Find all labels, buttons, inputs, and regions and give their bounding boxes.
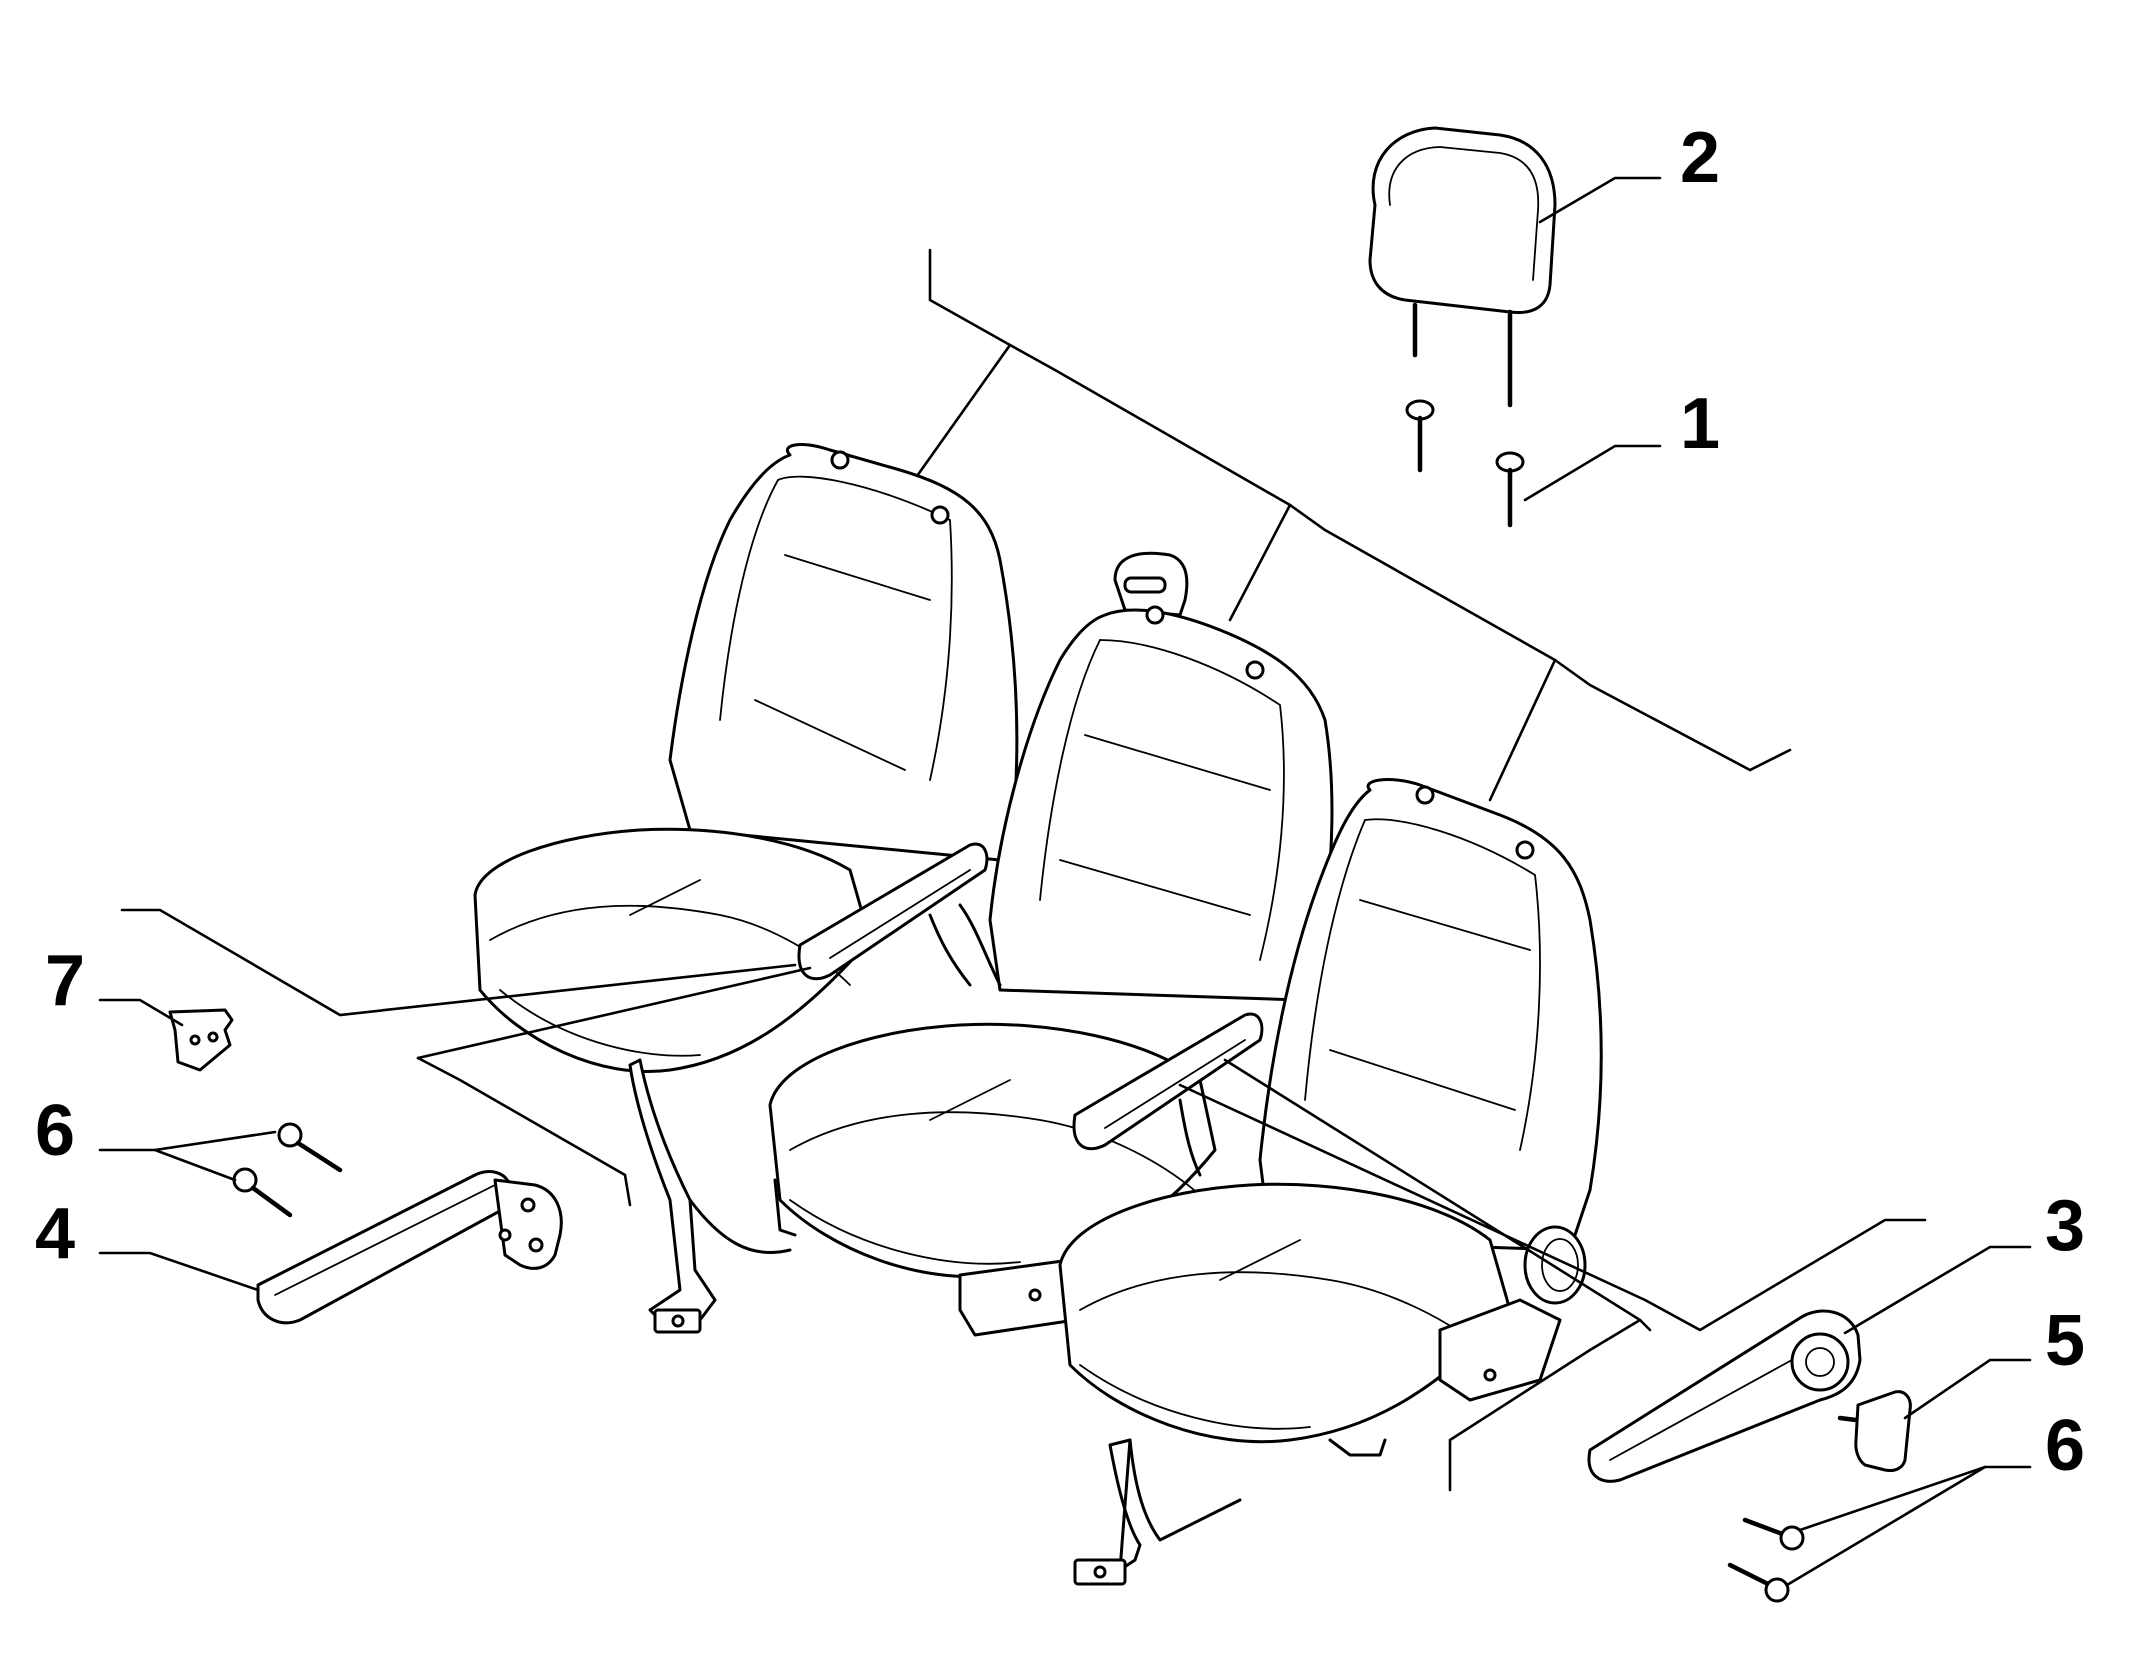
right-seat-backrest — [1258, 778, 1603, 1252]
right-seat-cushion — [1058, 1182, 1512, 1444]
leader-lines — [98, 176, 2032, 1587]
middle-seat-backrest — [988, 608, 1334, 1002]
left-armrest-mounted — [797, 842, 1002, 987]
right-screws — [1727, 1517, 1805, 1603]
callout-2: 2 — [1680, 118, 1720, 198]
left-seat — [473, 443, 1019, 1334]
left-screws — [232, 1122, 343, 1218]
left-seat-backrest — [668, 443, 1019, 862]
right-armrest-mounted — [1072, 1012, 1264, 1177]
callout-7: 7 — [45, 941, 85, 1021]
right-armrest-part — [1587, 1309, 1862, 1483]
callout-6-right: 6 — [2045, 1406, 2085, 1486]
callout-4: 4 — [35, 1194, 75, 1274]
right-seat — [1058, 778, 1603, 1586]
middle-seat — [768, 551, 1334, 1337]
callout-labels: 1 2 3 4 5 6 6 7 — [35, 118, 2085, 1486]
cover-cap-part — [1837, 1390, 1912, 1472]
headrest-guide-pins — [1405, 399, 1525, 528]
middle-seat-cushion — [768, 1022, 1217, 1279]
callout-6-left: 6 — [35, 1091, 75, 1171]
callout-1: 1 — [1680, 384, 1720, 464]
callout-3: 3 — [2045, 1186, 2085, 1266]
headrest-part — [1368, 126, 1557, 408]
callout-5: 5 — [2045, 1301, 2085, 1381]
clip-part — [168, 1008, 234, 1072]
group-bracket-lines — [898, 248, 1792, 802]
left-armrest-part — [256, 1170, 563, 1325]
